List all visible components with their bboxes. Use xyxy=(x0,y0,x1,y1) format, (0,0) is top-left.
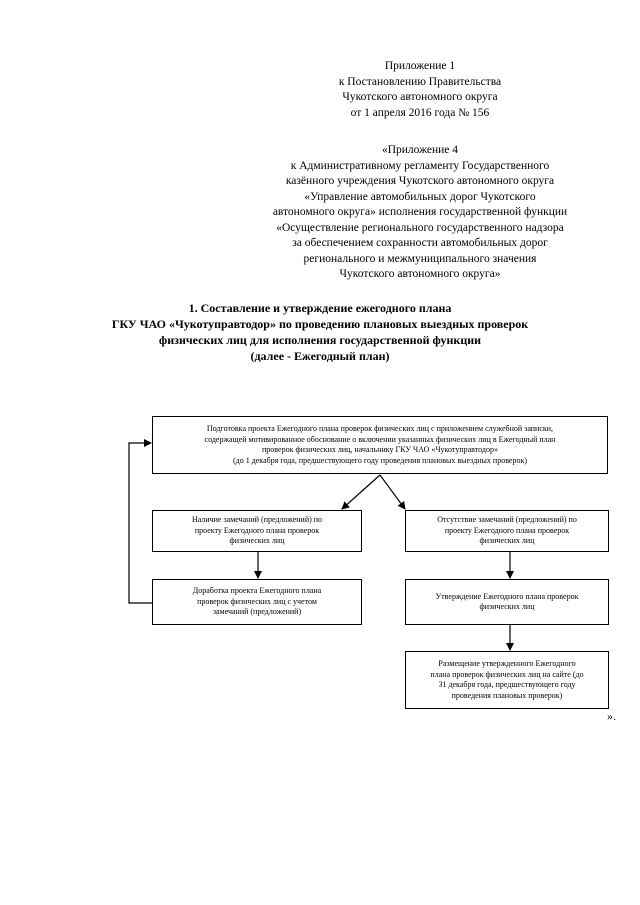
appendix-4-line: за обеспечением сохранности автомобильны… xyxy=(292,237,548,249)
box-approve-line: физических лиц xyxy=(479,602,535,611)
box-publish-line: проведения плановых проверок) xyxy=(451,690,563,700)
box-remarks-absent: Отсутствие замечаний (предложений) по пр… xyxy=(405,510,609,552)
box-revise-line: замечаний (предложений) xyxy=(212,607,302,617)
box-publish-line: 31 декабря года, предшествующего году xyxy=(438,680,576,689)
arrow-to-remarks-present xyxy=(341,474,381,510)
box-publish-line: Размещение утвержденного Ежегодного xyxy=(438,659,576,668)
feedback-loop-arrow xyxy=(128,439,152,604)
box-remarks-present-line: физических лиц xyxy=(229,536,285,546)
box-revise-draft: Доработка проекта Ежегодного плана прове… xyxy=(152,579,362,625)
box-publish-plan: Размещение утвержденного Ежегодного план… xyxy=(405,651,609,709)
box-prepare-draft: Подготовка проекта Ежегодного плана пров… xyxy=(152,416,608,474)
section-heading: 1. Составление и утверждение ежегодного … xyxy=(60,300,580,364)
box-prepare-line: Подготовка проекта Ежегодного плана пров… xyxy=(206,424,554,433)
appendix-1-block: Приложение 1 к Постановлению Правительст… xyxy=(300,59,540,121)
box-remarks-absent-line: проекту Ежегодного плана проверок xyxy=(444,525,570,535)
box-remarks-present-line: Наличие замечаний (предложений) по xyxy=(191,515,323,525)
box-approve-line: Утверждение Ежегодного плана проверок xyxy=(435,591,579,601)
appendix-4-line: к Административному регламенту Государст… xyxy=(290,159,550,172)
appendix-1-line: от 1 апреля 2016 года № 156 xyxy=(350,106,490,119)
box-prepare-line: содержащей мотивированное обоснование о … xyxy=(204,434,556,444)
heading-line: (далее - Ежегодный план) xyxy=(250,349,390,363)
box-revise-line: Доработка проекта Ежегодного плана xyxy=(192,586,322,596)
box-remarks-absent-line: Отсутствие замечаний (предложений) по xyxy=(437,515,577,525)
heading-line: ГКУ ЧАО «Чукотуправтодор» по проведению … xyxy=(111,317,529,331)
box-remarks-present: Наличие замечаний (предложений) по проек… xyxy=(152,510,362,552)
box-publish-line: плана проверок физических лиц на сайте (… xyxy=(430,669,584,679)
heading-line: 1. Составление и утверждение ежегодного … xyxy=(188,301,452,315)
appendix-1-line: Приложение 1 xyxy=(384,60,456,72)
appendix-4-line: автономного округа» исполнения государст… xyxy=(272,206,568,218)
box-remarks-absent-line: физических лиц xyxy=(479,536,535,546)
appendix-4-line: Чукотского автономного округа» xyxy=(339,268,501,280)
box-remarks-present-line: проекту Ежегодного плана проверок xyxy=(194,525,320,535)
appendix-4-line: «Управление автомобильных дорог Чукотско… xyxy=(304,190,536,203)
box-prepare-line: проверок физических лиц, начальнику ГКУ … xyxy=(262,445,498,454)
box-prepare-line: (до 1 декабря года, предшествующего году… xyxy=(232,455,528,465)
heading-line: физических лиц для исполнения государств… xyxy=(158,333,482,347)
appendix-1-line: Чукотского автономного округа xyxy=(342,91,498,103)
box-approve-plan: Утверждение Ежегодного плана проверок фи… xyxy=(405,579,609,625)
box-revise-line: проверок физических лиц с учетом xyxy=(197,596,317,606)
closing-quote-mark: ». xyxy=(607,709,616,723)
appendix-4-line: «Приложение 4 xyxy=(381,144,459,156)
appendix-4-line: регионального и межмуниципального значен… xyxy=(303,252,537,265)
appendix-4-line: казённого учреждения Чукотского автономн… xyxy=(285,175,555,187)
arrow-to-remarks-absent xyxy=(379,474,406,510)
appendix-1-line: к Постановлению Правительства xyxy=(338,75,502,88)
appendix-4-block: «Приложение 4 к Административному реглам… xyxy=(250,143,590,283)
appendix-4-line: «Осуществление регионального государстве… xyxy=(276,221,564,234)
